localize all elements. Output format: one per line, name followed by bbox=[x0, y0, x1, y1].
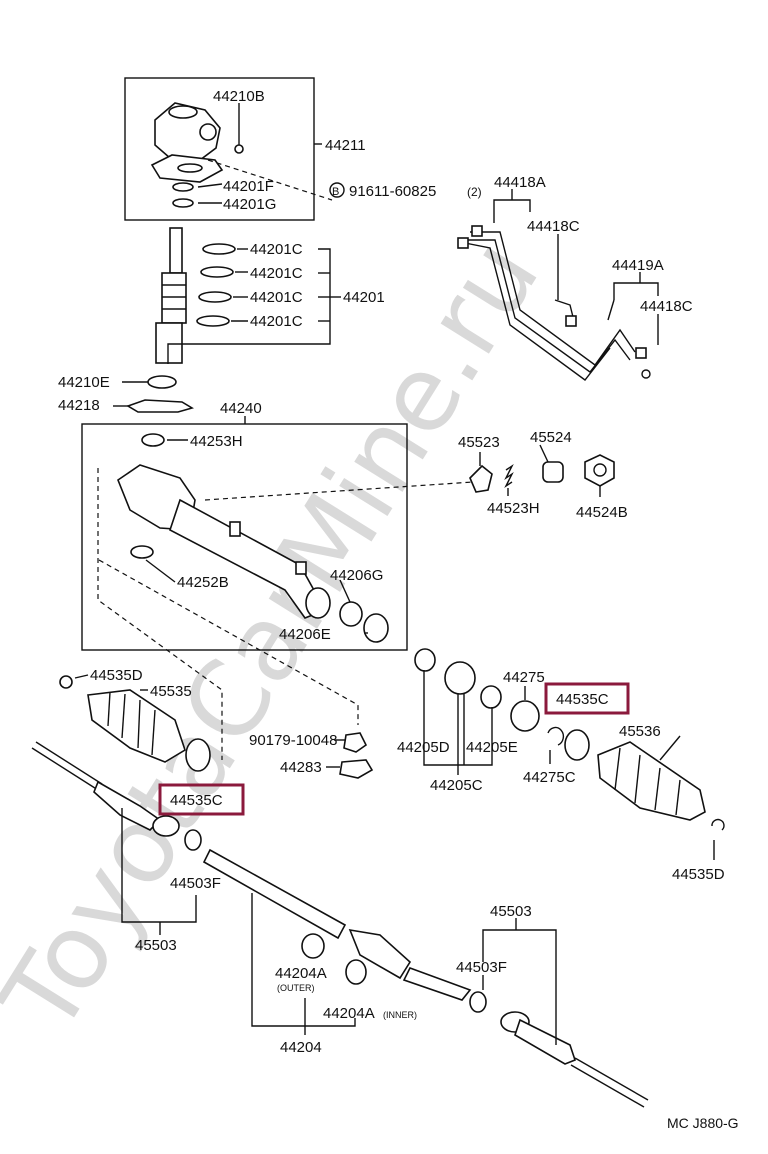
tie-rod-end-left[interactable] bbox=[31, 741, 180, 837]
label-44204: 44204 bbox=[280, 1039, 322, 1056]
seal-ring-44201f[interactable] bbox=[172, 182, 194, 192]
label-44201c-4: 44201C bbox=[250, 313, 303, 330]
bearing-44210e[interactable] bbox=[147, 375, 177, 389]
clamp-44535c-right[interactable] bbox=[564, 729, 590, 761]
plug-part[interactable] bbox=[234, 144, 244, 154]
oil-seal-part[interactable] bbox=[444, 661, 476, 695]
spring-cap-45523[interactable] bbox=[469, 464, 493, 493]
steering-housing-part[interactable] bbox=[150, 102, 224, 183]
bolt-mark-circle bbox=[329, 182, 345, 198]
seal-ring-44201g[interactable] bbox=[172, 198, 194, 208]
label-44204a-outer: 44204A bbox=[275, 965, 327, 982]
label-45524: 45524 bbox=[530, 429, 572, 446]
bush-44252b[interactable] bbox=[130, 545, 154, 559]
o-ring-44205d[interactable] bbox=[414, 648, 436, 672]
label-44206g: 44206G bbox=[330, 567, 383, 584]
adjuster-45524[interactable] bbox=[542, 461, 564, 483]
pressure-tubes-part[interactable] bbox=[457, 225, 651, 381]
ring-44206g[interactable] bbox=[339, 601, 363, 627]
label-44204a-inner: 44204A bbox=[323, 1005, 375, 1022]
label-44204a-outer-note: (OUTER) bbox=[277, 983, 315, 993]
label-44201f: 44201F bbox=[223, 178, 274, 195]
label-44503f-right: 44503F bbox=[456, 959, 507, 976]
label-44218: 44218 bbox=[58, 397, 100, 414]
label-44524b: 44524B bbox=[576, 504, 628, 521]
highlight-box-44535c-left bbox=[158, 783, 245, 816]
clamp-44535d-left[interactable] bbox=[59, 675, 73, 689]
label-44419a: 44419A bbox=[612, 257, 664, 274]
label-45503-right: 45503 bbox=[490, 903, 532, 920]
label-44206e: 44206E bbox=[279, 626, 331, 643]
label-90179: 90179-10048 bbox=[249, 732, 337, 749]
label-45535: 45535 bbox=[150, 683, 192, 700]
label-44210e: 44210E bbox=[58, 374, 110, 391]
label-45536: 45536 bbox=[619, 723, 661, 740]
bush-44205e[interactable] bbox=[480, 685, 502, 709]
label-44201: 44201 bbox=[343, 289, 385, 306]
label-44205e: 44205E bbox=[466, 739, 518, 756]
label-44211: 44211 bbox=[325, 137, 366, 154]
label-44204a-inner-note: (INNER) bbox=[383, 1010, 417, 1020]
lock-nut-44524b[interactable] bbox=[584, 454, 615, 487]
label-44201g: 44201G bbox=[223, 196, 276, 213]
label-44503f-left: 44503F bbox=[170, 875, 221, 892]
label-bolt-mark: B bbox=[332, 186, 339, 198]
gasket-44218[interactable] bbox=[126, 399, 194, 413]
nut-90179[interactable] bbox=[343, 732, 368, 753]
label-91611: 91611-60825 bbox=[349, 183, 436, 200]
label-44535d-left: 44535D bbox=[90, 667, 143, 684]
rack-bush-44275[interactable] bbox=[510, 700, 540, 732]
label-44201c-3: 44201C bbox=[250, 289, 303, 306]
seal-ring-44201c-3[interactable] bbox=[198, 291, 232, 303]
bush-44204a-inner[interactable] bbox=[345, 959, 367, 985]
label-44535d-right: 44535D bbox=[672, 866, 725, 883]
snap-ring-44275c[interactable] bbox=[547, 726, 565, 746]
spring-44523h[interactable] bbox=[504, 463, 514, 489]
label-91611-qty: (2) bbox=[467, 185, 482, 199]
boot-45535[interactable] bbox=[87, 689, 186, 763]
label-44252b: 44252B bbox=[177, 574, 229, 591]
label-44523h: 44523H bbox=[487, 500, 540, 517]
cap-44283[interactable] bbox=[339, 759, 374, 779]
label-44210b: 44210B bbox=[213, 88, 265, 105]
lock-washer-44503f-right[interactable] bbox=[469, 991, 487, 1013]
label-44205c: 44205C bbox=[430, 777, 483, 794]
label-44283: 44283 bbox=[280, 759, 322, 776]
tie-rod-end-right[interactable] bbox=[500, 1011, 649, 1108]
label-44535c-left: 44535C bbox=[170, 792, 223, 809]
label-44418c-2: 44418C bbox=[640, 298, 693, 315]
highlight-box-44535c-right bbox=[544, 682, 630, 715]
seal-ring-44201c-2[interactable] bbox=[200, 266, 234, 278]
label-44201c-2: 44201C bbox=[250, 265, 303, 282]
label-44275c: 44275C bbox=[523, 769, 576, 786]
seal-ring-44201c-4[interactable] bbox=[196, 315, 230, 327]
label-44535c-right: 44535C bbox=[556, 691, 609, 708]
label-45503-left: 45503 bbox=[135, 937, 177, 954]
label-44201c-1: 44201C bbox=[250, 241, 303, 258]
pinion-shaft-part[interactable] bbox=[155, 227, 187, 364]
diagram-code: MC J880-G bbox=[667, 1115, 739, 1131]
clamp-44535d-right[interactable] bbox=[711, 818, 725, 831]
label-44418c-1: 44418C bbox=[527, 218, 580, 235]
label-44275: 44275 bbox=[503, 669, 545, 686]
rack-housing-part[interactable] bbox=[117, 464, 331, 619]
group-box-44211 bbox=[124, 77, 315, 221]
label-44205d: 44205D bbox=[397, 739, 450, 756]
label-44253h: 44253H bbox=[190, 433, 243, 450]
boot-45536[interactable] bbox=[597, 741, 706, 821]
label-45523: 45523 bbox=[458, 434, 500, 451]
label-44418a: 44418A bbox=[494, 174, 546, 191]
bush-44204a-outer[interactable] bbox=[301, 933, 325, 959]
seal-ring-44201c-1[interactable] bbox=[202, 243, 236, 255]
clamp-44535c-left[interactable] bbox=[185, 738, 211, 772]
bush-44253h[interactable] bbox=[141, 433, 165, 447]
steering-rack-part[interactable] bbox=[202, 848, 472, 1001]
bush-44206e[interactable] bbox=[363, 613, 389, 643]
lock-washer-44503f-left[interactable] bbox=[184, 829, 202, 851]
label-44240: 44240 bbox=[220, 400, 262, 417]
